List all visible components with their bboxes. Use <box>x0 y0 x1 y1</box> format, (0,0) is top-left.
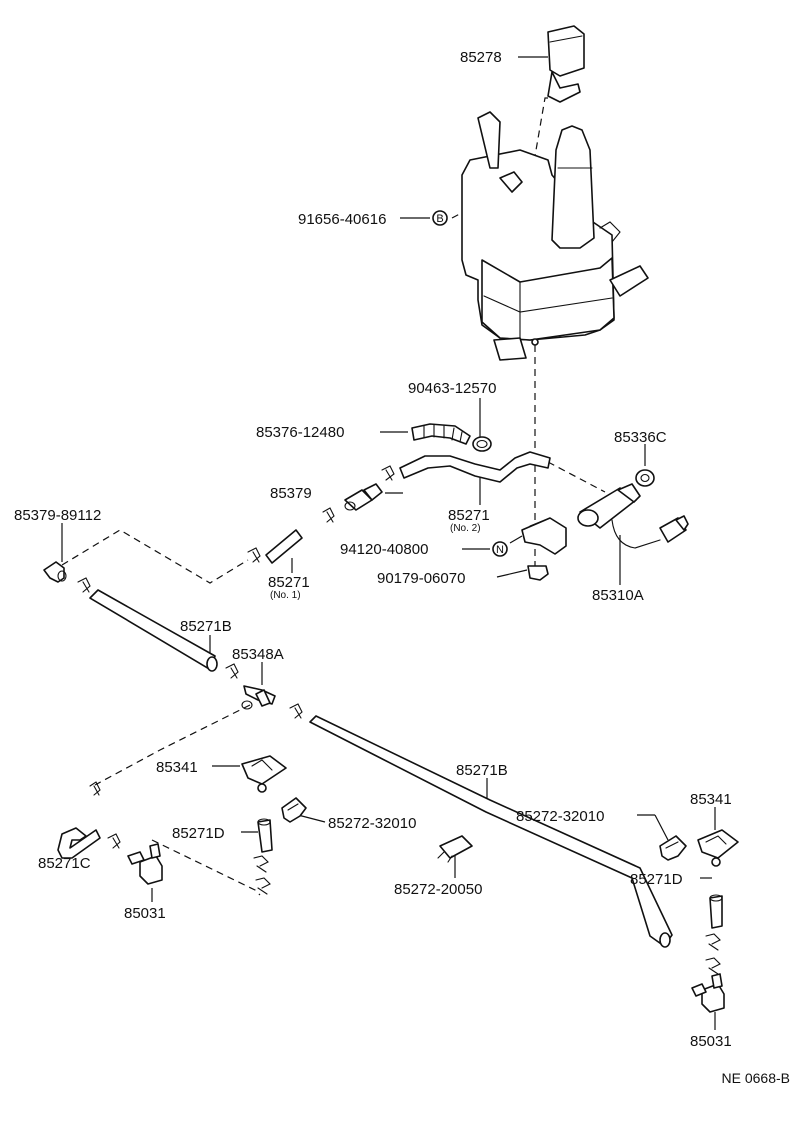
label-85271d-left: 85271D <box>172 825 225 842</box>
label-85310a: 85310A <box>592 587 644 604</box>
part-85379-connector <box>344 483 383 511</box>
label-91656-40616: 91656-40616 <box>298 211 386 228</box>
part-90463-clamp <box>472 436 492 452</box>
label-85271b-upper: 85271B <box>180 618 232 635</box>
label-85271-no1: 85271 <box>268 574 310 591</box>
part-85348a-tee <box>241 685 276 710</box>
washer-tank <box>461 111 649 361</box>
part-85272-32010-right-clip <box>659 835 687 861</box>
label-90463-12570: 90463-12570 <box>408 380 496 397</box>
part-85031-left-nozzle <box>127 843 163 885</box>
part-85271-no1-hose <box>265 529 303 564</box>
label-85348a: 85348A <box>232 646 284 663</box>
part-85379-89112-elbow <box>43 561 67 583</box>
part-85376-hose <box>411 423 471 445</box>
part-85278-cap <box>547 25 585 103</box>
part-85271d-left-hose <box>253 818 273 895</box>
part-85341-left-bracket <box>241 755 287 793</box>
part-85031-right-nozzle <box>691 973 725 1013</box>
label-85271-no2-sub: (No. 2) <box>450 523 481 534</box>
label-85376-12480: 85376-12480 <box>256 424 344 441</box>
hose-clip-tee <box>289 703 303 719</box>
label-94120-40800: 94120-40800 <box>340 541 428 558</box>
reference-code: NE 0668-B <box>722 1070 790 1086</box>
part-85310a-pump <box>577 483 689 549</box>
label-85336c: 85336C <box>614 429 667 446</box>
label-85379: 85379 <box>270 485 312 502</box>
label-85271-no1-sub: (No. 1) <box>270 590 301 601</box>
label-85379-89112: 85379-89112 <box>14 507 101 524</box>
label-85271b-lower: 85271B <box>456 762 508 779</box>
label-85271d-right: 85271D <box>630 871 683 888</box>
part-94120-bracket <box>521 517 567 555</box>
label-85341-left: 85341 <box>156 759 198 776</box>
label-85272-20050: 85272-20050 <box>394 881 482 898</box>
part-85272-20050-clip <box>437 835 473 863</box>
part-85271d-right-hose <box>705 894 723 975</box>
bolt-symbol: B <box>432 210 448 226</box>
part-85271-no2-hose <box>399 451 551 483</box>
svg-text:N: N <box>496 544 504 556</box>
part-85341-right-bracket <box>697 829 739 867</box>
label-85272-32010-left: 85272-32010 <box>328 815 416 832</box>
label-85271c: 85271C <box>38 855 91 872</box>
label-85031-right: 85031 <box>690 1033 732 1050</box>
hose-clip-upper-right <box>225 663 239 679</box>
part-labels: 85278 91656-40616 90463-12570 85376-1248… <box>14 49 790 1086</box>
part-90179-nut <box>527 565 549 581</box>
label-85341-right: 85341 <box>690 791 732 808</box>
label-90179-06070: 90179-06070 <box>377 570 465 587</box>
nut-symbol: N <box>492 541 508 557</box>
part-85271b-lower-hose <box>309 715 673 948</box>
label-85278: 85278 <box>460 49 502 66</box>
part-85336c-grommet <box>635 469 655 487</box>
label-85272-32010-right: 85272-32010 <box>516 808 604 825</box>
svg-text:B: B <box>436 213 443 225</box>
part-85272-32010-left-clip <box>281 797 307 823</box>
hose-clips-upper <box>77 465 395 593</box>
label-85031-left: 85031 <box>124 905 166 922</box>
part-85271b-upper-hose <box>89 589 218 672</box>
label-85271-no2: 85271 <box>448 507 490 524</box>
part-85271c-elbow-hose <box>57 781 121 859</box>
